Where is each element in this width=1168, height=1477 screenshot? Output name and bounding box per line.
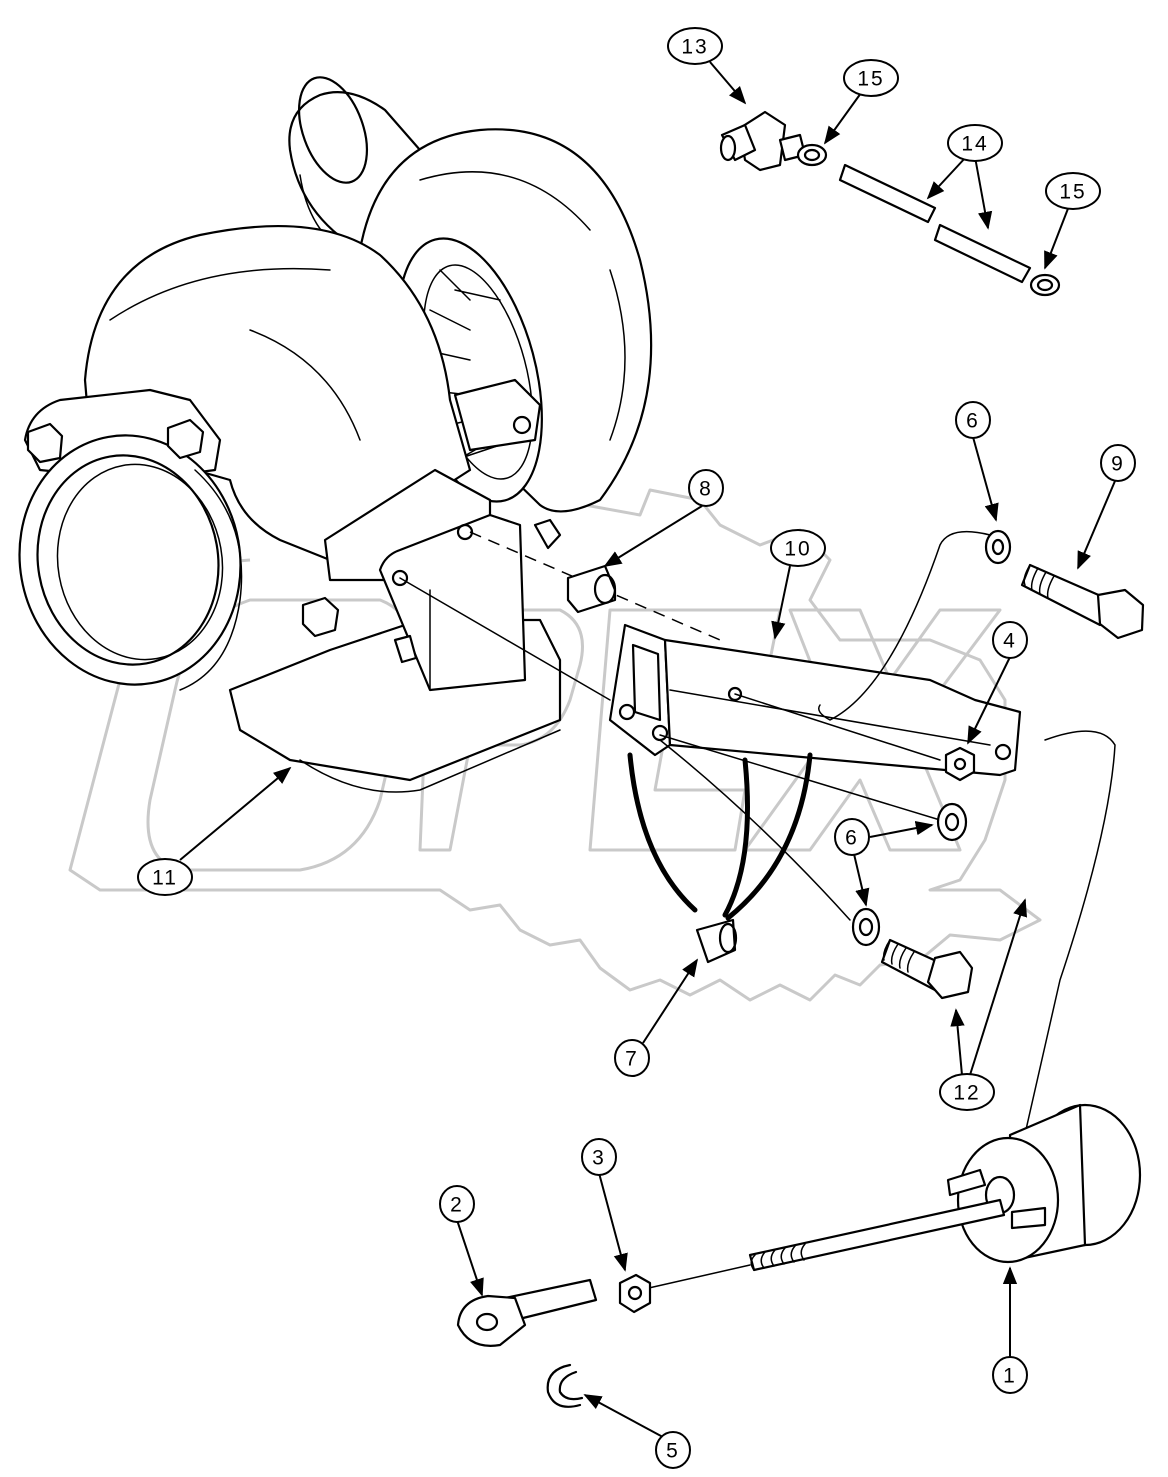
callout-label: 4 — [1003, 630, 1017, 653]
actuator-bracket — [608, 623, 1022, 777]
callout-label: 11 — [152, 867, 178, 890]
callout-9: 9 — [1100, 444, 1136, 482]
callout-13: 13 — [667, 27, 723, 65]
callout-label: 9 — [1111, 453, 1125, 476]
washer-item-6 — [851, 529, 1012, 947]
assembly-lines — [399, 530, 1116, 1291]
callout-label: 7 — [625, 1048, 639, 1071]
callout-6: 6 — [955, 401, 991, 439]
bolt-item-12 — [880, 938, 974, 1000]
callout-5: 5 — [655, 1431, 691, 1469]
callout-7: 7 — [614, 1039, 650, 1077]
callout-1: 1 — [992, 1356, 1028, 1394]
sleeve-item-7 — [695, 918, 738, 964]
callout-15: 15 — [1045, 172, 1101, 210]
callout-label: 13 — [681, 36, 708, 59]
callout-label: 15 — [1059, 181, 1086, 204]
callout-label: 10 — [784, 538, 811, 561]
callout-11: 11 — [137, 858, 193, 896]
nut-item-4 — [944, 746, 976, 782]
hose-clamp-item-15 — [796, 143, 1061, 297]
thick-curves — [627, 752, 813, 921]
callout-4: 4 — [992, 621, 1028, 659]
callout-label: 15 — [857, 68, 884, 91]
callout-label: 6 — [966, 410, 980, 433]
spacer-item-8 — [566, 564, 617, 614]
eclip-item-5 — [546, 1363, 584, 1408]
wastegate-actuator-item-1 — [748, 1103, 1142, 1272]
callout-14: 14 — [947, 124, 1003, 162]
hose-item-14 — [838, 163, 1032, 284]
callout-label: 5 — [666, 1440, 680, 1463]
callout-label: 6 — [845, 827, 859, 850]
clevis-item-2 — [456, 1278, 598, 1347]
callout-label: 1 — [1003, 1365, 1017, 1388]
callout-2: 2 — [439, 1185, 475, 1223]
callout-label: 14 — [961, 133, 988, 156]
callout-15: 15 — [843, 59, 899, 97]
callout-label: 8 — [699, 478, 713, 501]
turbocharger-body — [18, 76, 653, 793]
callout-3: 3 — [581, 1138, 617, 1176]
callout-10: 10 — [770, 529, 826, 567]
bolt-item-9 — [1020, 563, 1145, 640]
callout-6: 6 — [834, 818, 870, 856]
callout-12: 12 — [939, 1073, 995, 1111]
leader-arrows — [179, 61, 1116, 1451]
callout-label: 2 — [450, 1194, 464, 1217]
callout-label: 3 — [592, 1147, 606, 1170]
callout-label: 12 — [953, 1082, 980, 1105]
nut-item-3 — [618, 1273, 652, 1314]
callout-8: 8 — [688, 469, 724, 507]
elbow-fitting-item-13 — [719, 110, 807, 172]
